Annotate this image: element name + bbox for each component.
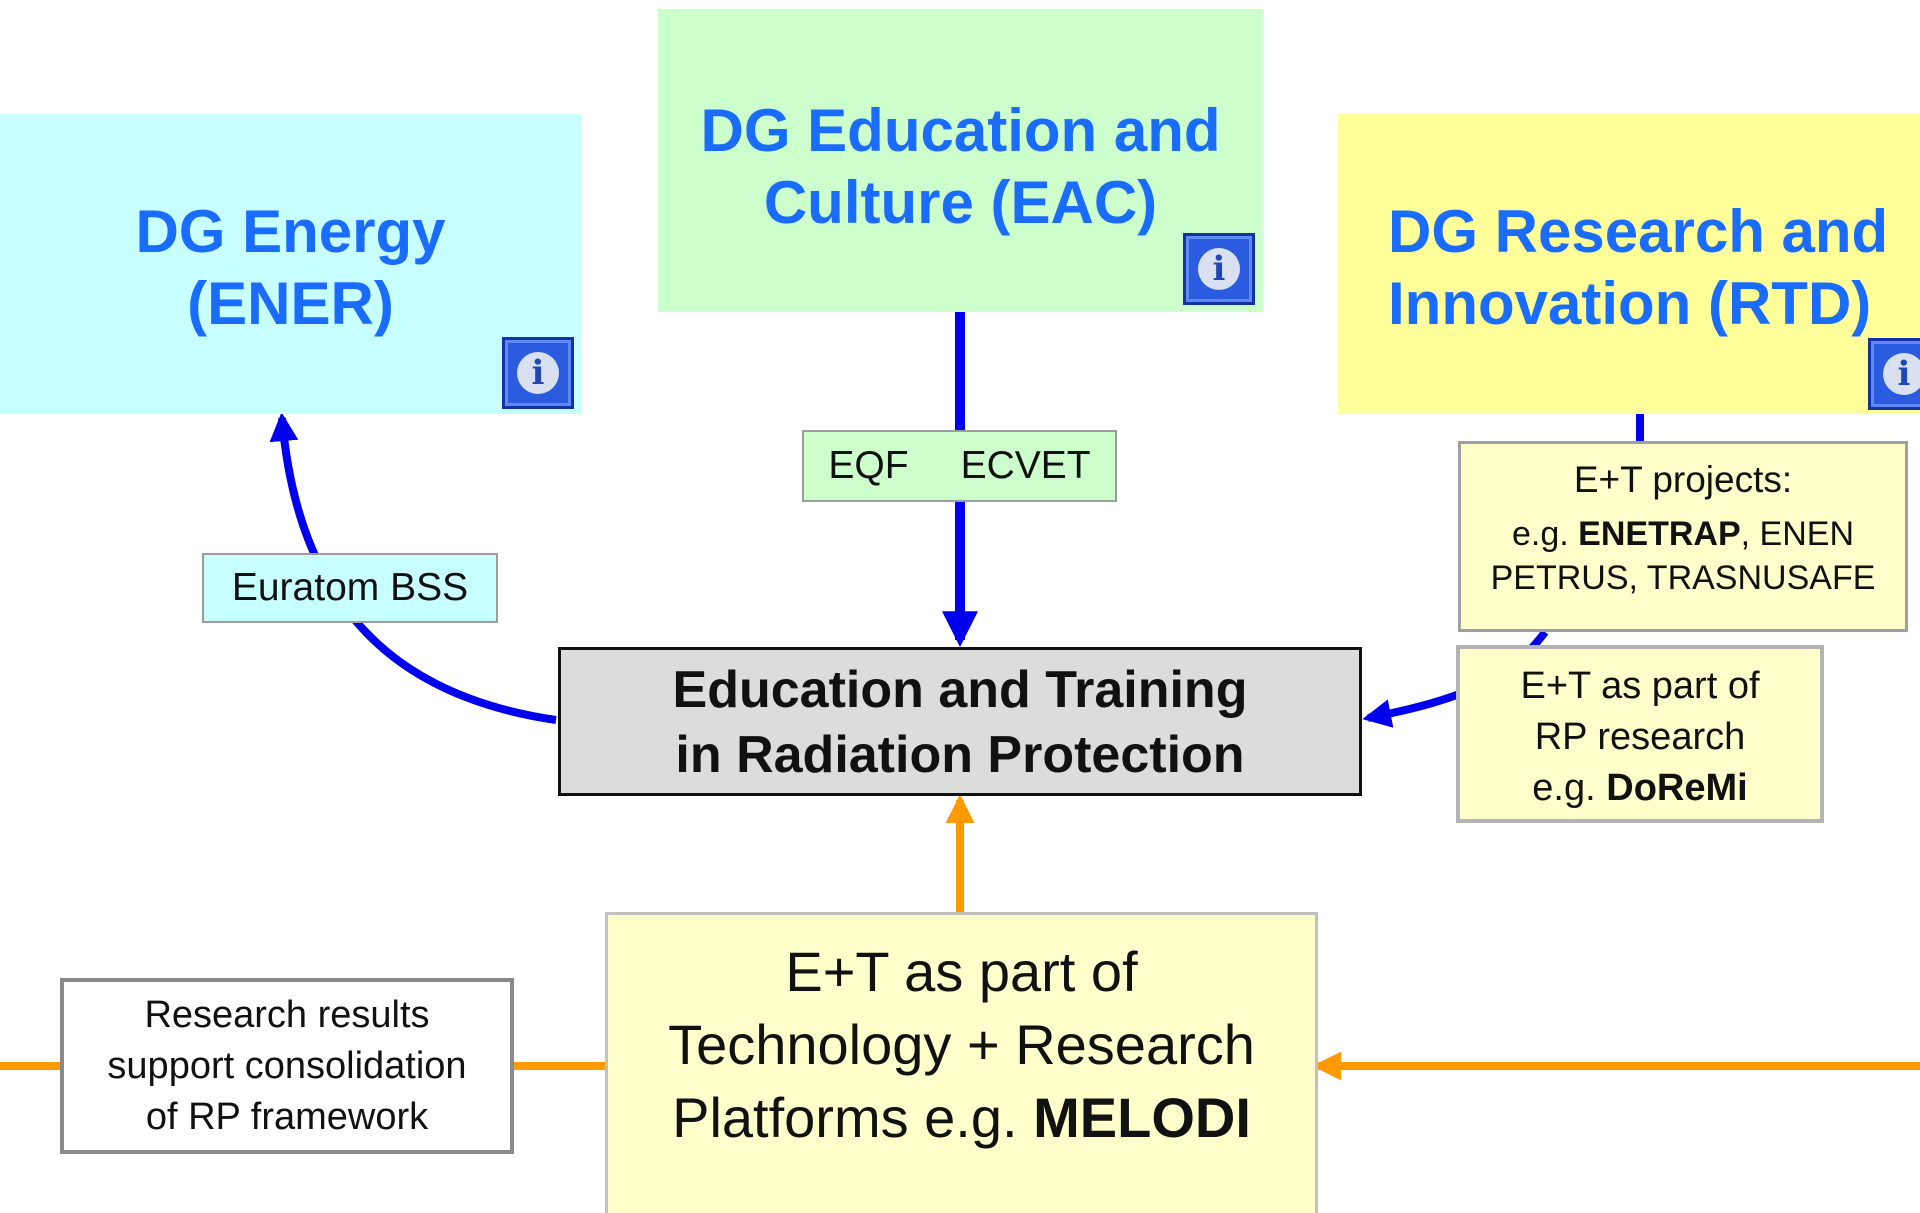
- eqf-ecvet-label: EQF ECVET: [802, 430, 1117, 502]
- research-results-line1: Research results: [144, 994, 430, 1036]
- dg-rtd-box: DG Research and Innovation (RTD) i: [1338, 114, 1920, 414]
- et-projects-line3: PETRUS, TRASNUSAFE: [1490, 559, 1876, 597]
- dg-energy-line1: DG Energy: [135, 198, 446, 265]
- et-projects-eg: e.g.: [1512, 515, 1569, 553]
- rp-research-line3: e.g. DoReMi: [1460, 763, 1820, 814]
- et-projects-enen: , ENEN: [1740, 515, 1854, 553]
- arrow-center-to-ener: [269, 412, 557, 724]
- dg-eac-line2: Culture (EAC): [763, 169, 1158, 236]
- info-icon: i: [1198, 248, 1240, 290]
- platforms-line3: Platforms e.g. MELODI: [608, 1081, 1315, 1154]
- platforms-box: E+T as part of Technology + Research Pla…: [605, 912, 1318, 1213]
- info-icon: i: [1883, 353, 1920, 395]
- rp-research-doremi: DoReMi: [1606, 767, 1748, 809]
- info-icon: i: [517, 352, 559, 394]
- rp-research-box: E+T as part of RP research e.g. DoReMi: [1456, 645, 1824, 823]
- dg-eac-line1: DG Education and: [700, 97, 1221, 164]
- rp-research-eg: e.g.: [1532, 767, 1596, 809]
- center-line1: Education and Training: [672, 661, 1248, 719]
- info-button-rtd[interactable]: i: [1868, 338, 1920, 410]
- research-results-box: Research results support consolidation o…: [60, 978, 514, 1154]
- et-projects-title: E+T projects:: [1573, 459, 1793, 500]
- dg-rtd-line1: DG Research and: [1388, 198, 1889, 265]
- euratom-bss-label: Euratom BSS: [202, 553, 498, 623]
- eqf-text: EQF: [828, 444, 909, 487]
- et-projects-line2: e.g. ENETRAP, ENEN: [1461, 512, 1905, 556]
- platforms-eg: Platforms e.g.: [672, 1086, 1018, 1149]
- rp-research-line1: E+T as part of: [1520, 665, 1760, 707]
- research-results-line3: of RP framework: [145, 1096, 429, 1138]
- research-results-line2: support consolidation: [107, 1045, 467, 1087]
- et-projects-box: E+T projects: e.g. ENETRAP, ENEN PETRUS,…: [1458, 441, 1908, 632]
- dg-rtd-line2: Innovation (RTD): [1388, 270, 1872, 337]
- platforms-melodi: MELODI: [1033, 1086, 1251, 1149]
- dg-energy-line2: (ENER): [187, 270, 394, 337]
- rp-research-line2: RP research: [1534, 716, 1746, 758]
- info-button-eac[interactable]: i: [1183, 233, 1255, 305]
- dg-energy-box: DG Energy (ENER) i: [0, 114, 581, 414]
- center-line2: in Radiation Protection: [675, 726, 1245, 784]
- euratom-bss-text: Euratom BSS: [231, 566, 469, 609]
- dg-eac-box: DG Education and Culture (EAC) i: [658, 9, 1263, 312]
- education-training-rp-box: Education and Training in Radiation Prot…: [558, 647, 1362, 796]
- ecvet-text: ECVET: [960, 444, 1091, 487]
- platforms-line1: E+T as part of: [785, 940, 1138, 1003]
- platforms-line2: Technology + Research: [668, 1013, 1255, 1076]
- et-projects-enetrap: ENETRAP: [1578, 515, 1741, 553]
- info-button-ener[interactable]: i: [502, 337, 574, 409]
